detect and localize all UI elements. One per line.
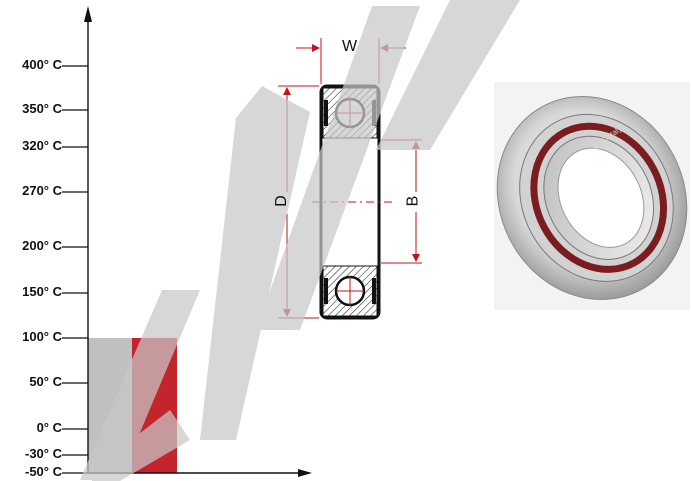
tick-label: 100° C bbox=[22, 329, 62, 344]
tick-label: -50° C bbox=[25, 464, 62, 479]
temperature-tick-marks bbox=[62, 65, 88, 474]
tick-label: 320° C bbox=[22, 138, 62, 153]
tick-label: 400° C bbox=[22, 57, 62, 72]
tick-label: 270° C bbox=[22, 183, 62, 198]
tick-label: 350° C bbox=[22, 101, 62, 116]
tick-label: 0° C bbox=[36, 420, 62, 435]
watermark bbox=[80, 0, 520, 481]
tick-label: 150° C bbox=[22, 284, 62, 299]
bearing-photo: EZO Italy bbox=[494, 82, 690, 310]
bore-diameter-label: B bbox=[404, 195, 422, 207]
outer-diameter-label: D bbox=[272, 195, 290, 207]
tick-label: 200° C bbox=[22, 238, 62, 253]
width-dimension-label: W bbox=[342, 38, 358, 55]
tick-label: 50° C bbox=[29, 374, 62, 389]
tick-label: -30° C bbox=[25, 446, 62, 461]
